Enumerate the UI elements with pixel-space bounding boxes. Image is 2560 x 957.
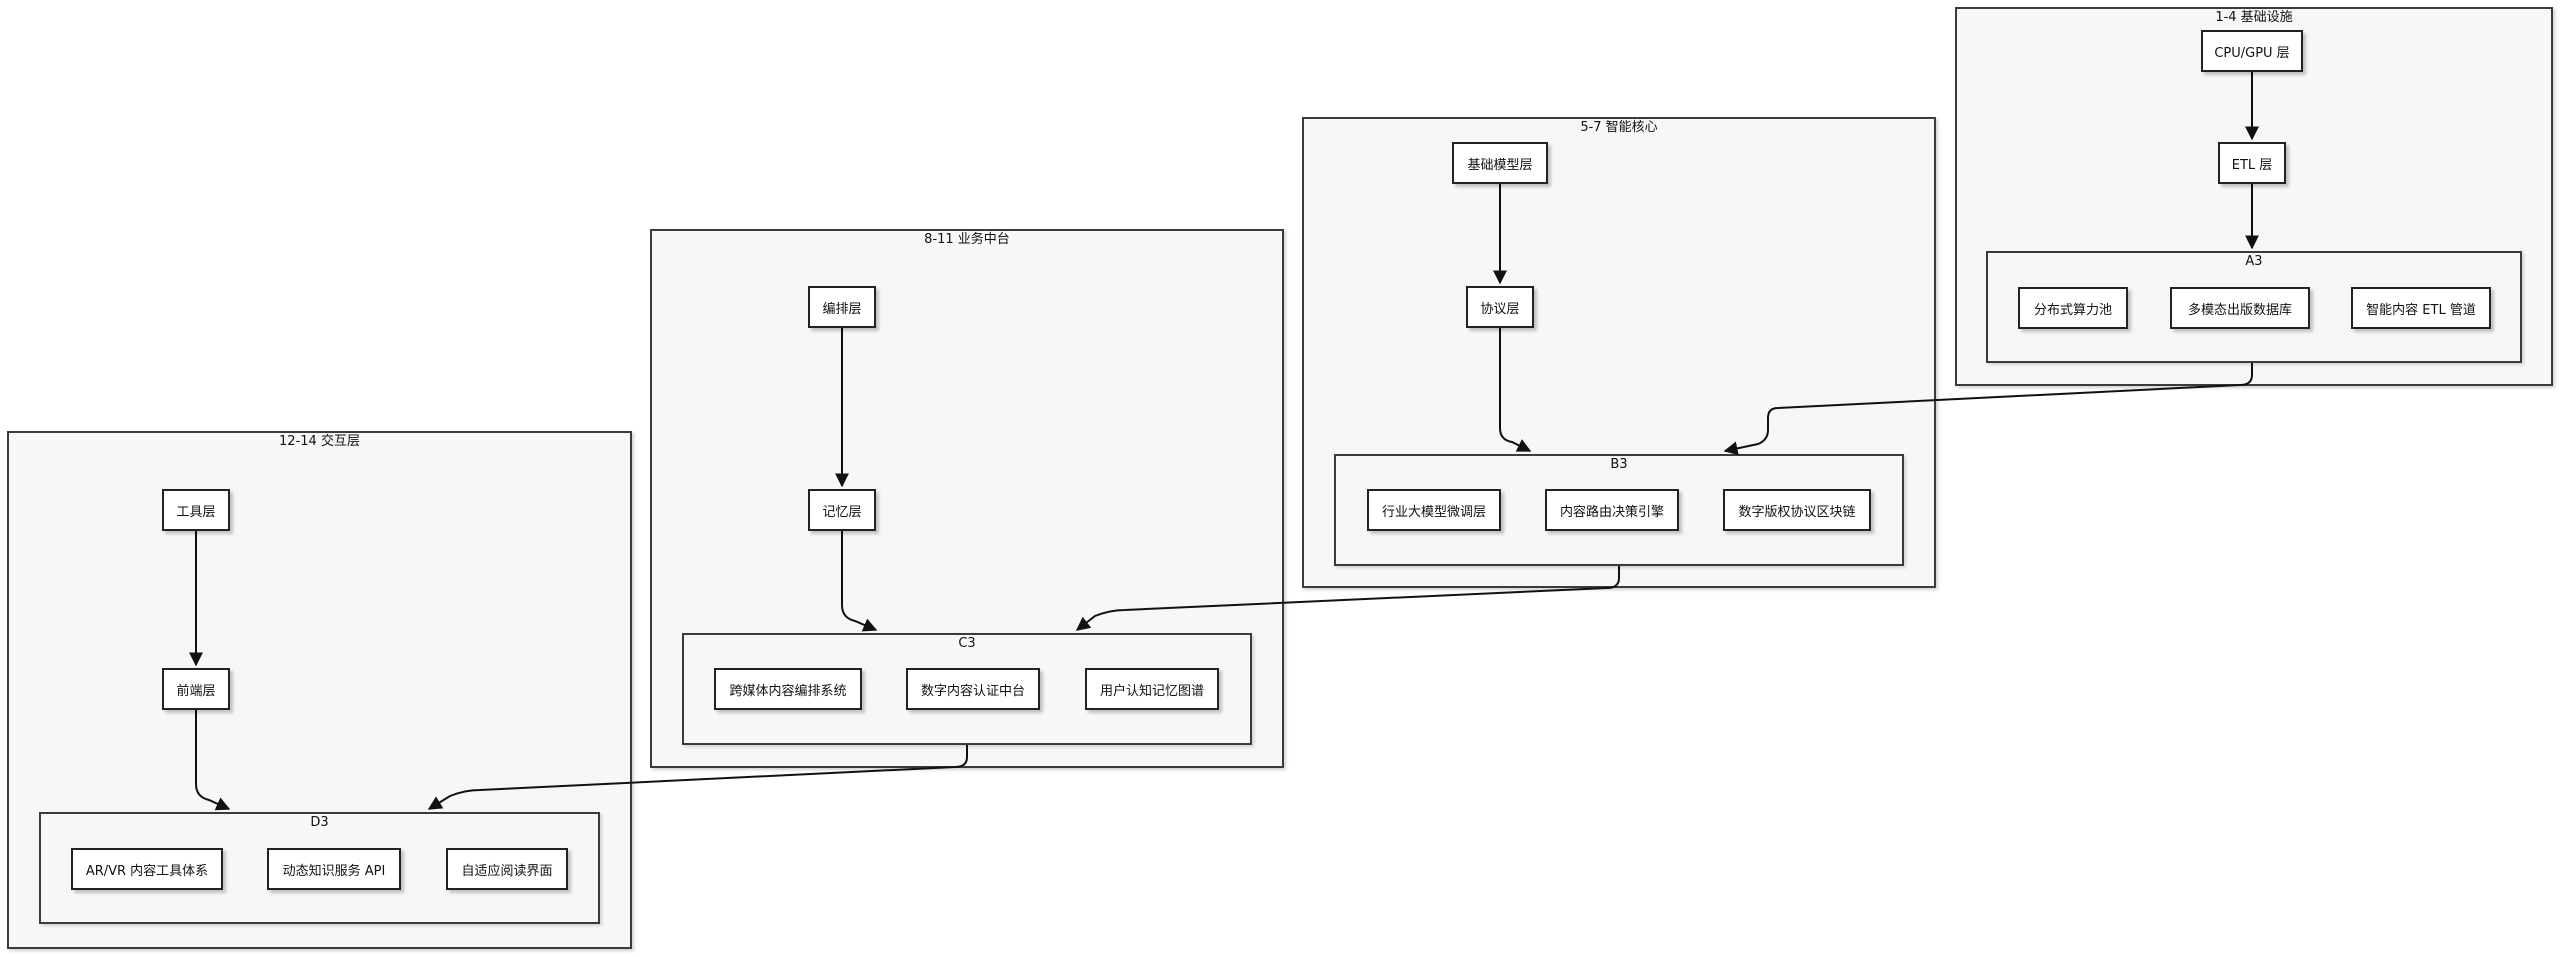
node-protocol-layer[interactable]: 协议层 [1466, 286, 1534, 328]
node-memory-layer[interactable]: 记忆层 [808, 489, 876, 531]
node-frontend-layer[interactable]: 前端层 [162, 668, 230, 710]
cluster-business-platform-title: 8-11 业务中台 [924, 232, 1010, 247]
node-orchestration-layer[interactable]: 编排层 [808, 286, 876, 328]
node-etl-layer[interactable]: ETL 层 [2218, 142, 2286, 184]
node-distributed-compute-pool[interactable]: 分布式算力池 [2018, 287, 2128, 329]
node-industry-model-finetune[interactable]: 行业大模型微调层 [1367, 489, 1501, 531]
node-cross-media-orchestration[interactable]: 跨媒体内容编排系统 [714, 668, 862, 710]
node-copyright-blockchain[interactable]: 数字版权协议区块链 [1723, 489, 1871, 531]
node-intelligent-etl-pipeline[interactable]: 智能内容 ETL 管道 [2351, 287, 2491, 329]
node-digital-content-auth[interactable]: 数字内容认证中台 [906, 668, 1040, 710]
node-user-cognitive-graph[interactable]: 用户认知记忆图谱 [1085, 668, 1219, 710]
node-dynamic-knowledge-api[interactable]: 动态知识服务 API [267, 848, 401, 890]
node-base-model-layer[interactable]: 基础模型层 [1452, 142, 1548, 184]
subgroup-d3-title: D3 [310, 815, 329, 830]
node-cpu-gpu-layer[interactable]: CPU/GPU 层 [2201, 30, 2303, 72]
subgroup-a3-title: A3 [2245, 254, 2263, 269]
subgroup-c3-title: C3 [958, 636, 976, 651]
subgroup-b3-title: B3 [1610, 457, 1628, 472]
cluster-intelligence-core-title: 5-7 智能核心 [1580, 120, 1658, 135]
node-multimodal-publishing-db[interactable]: 多模态出版数据库 [2170, 287, 2310, 329]
node-content-routing-engine[interactable]: 内容路由决策引擎 [1545, 489, 1679, 531]
node-ar-vr-toolkit[interactable]: AR/VR 内容工具体系 [71, 848, 223, 890]
node-tool-layer[interactable]: 工具层 [162, 489, 230, 531]
cluster-interaction-layer-title: 12-14 交互层 [279, 434, 360, 449]
cluster-infrastructure-title: 1-4 基础设施 [2215, 10, 2293, 25]
node-adaptive-reading-ui[interactable]: 自适应阅读界面 [446, 848, 568, 890]
